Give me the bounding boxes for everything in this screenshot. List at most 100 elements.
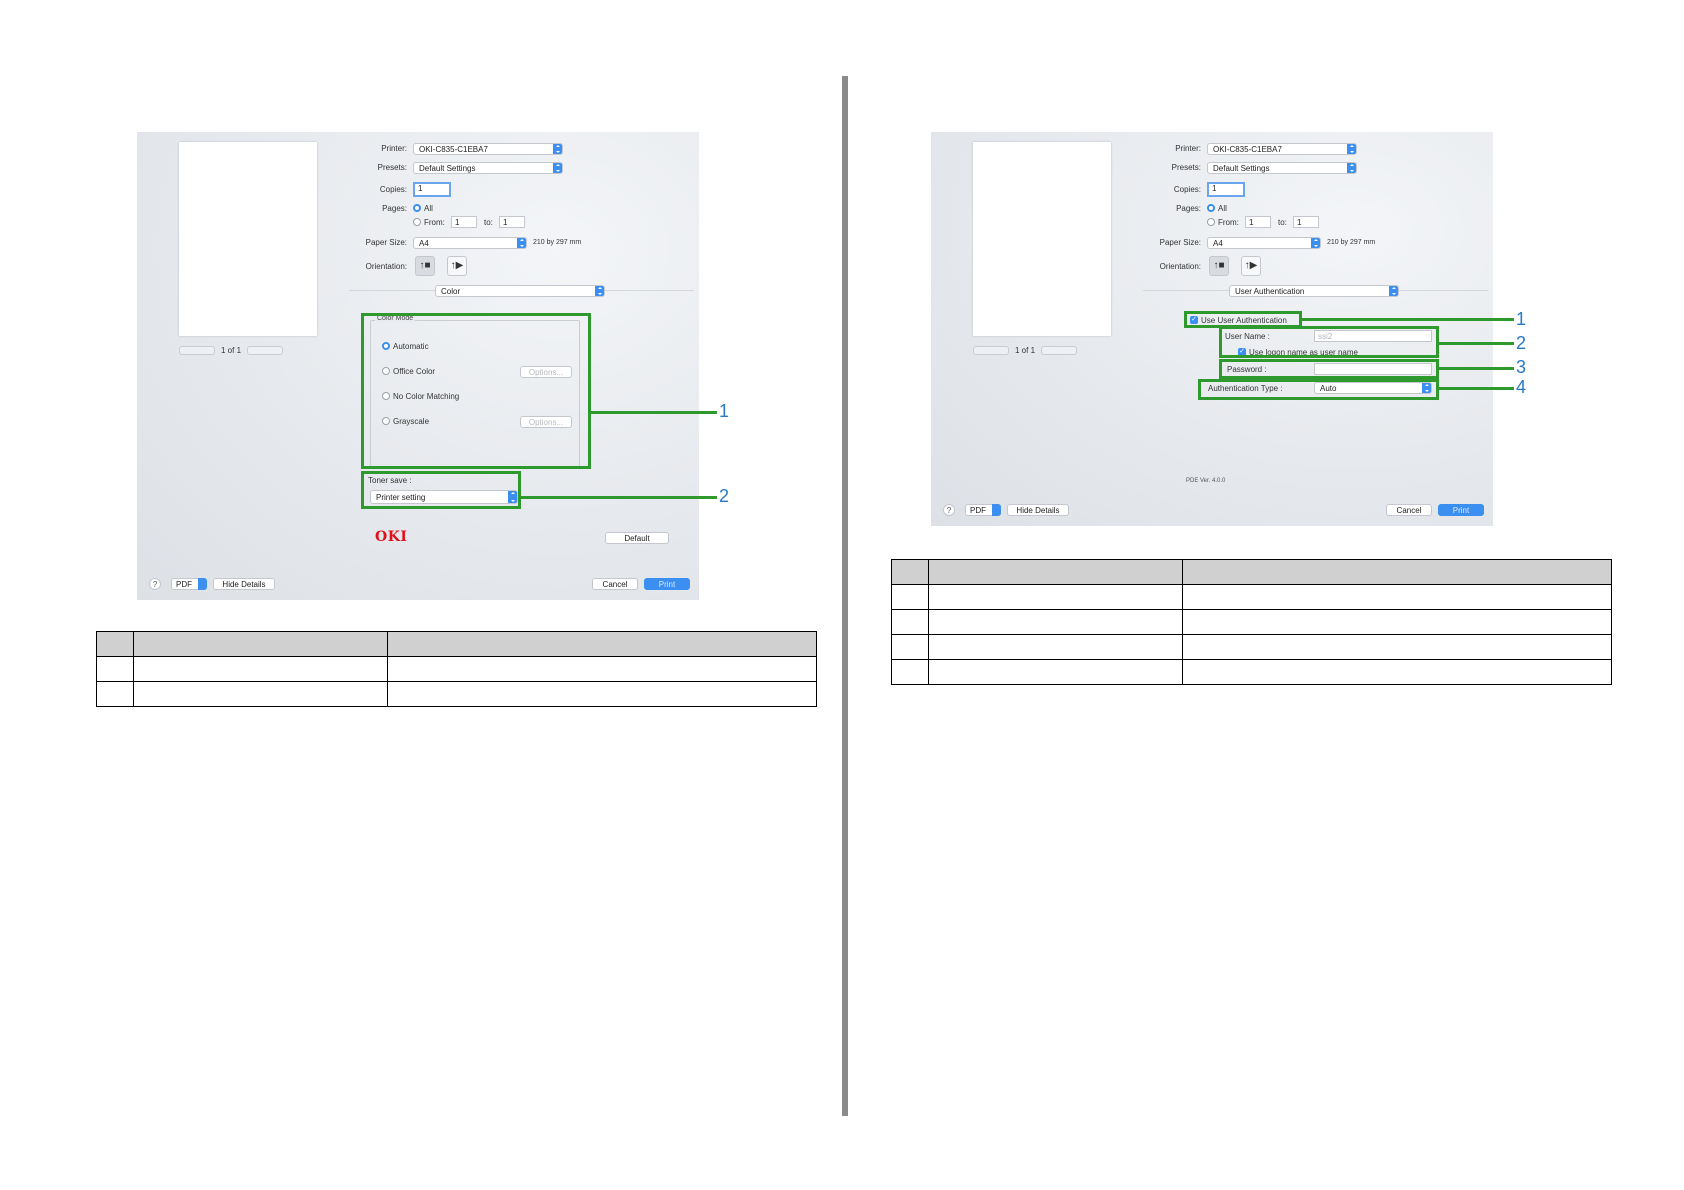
cancel-button[interactable]: Cancel <box>1386 504 1432 516</box>
automatic-radio[interactable] <box>382 342 390 350</box>
user-name-label: User Name : <box>1225 332 1270 341</box>
table-row <box>891 584 1612 610</box>
callout-box-4-right <box>1198 379 1439 400</box>
callout-number-1-right: 1 <box>1516 309 1527 329</box>
automatic-label: Automatic <box>393 342 429 351</box>
copies-label: Copies: <box>1173 185 1201 194</box>
pages-to-input[interactable]: 1 <box>499 216 525 228</box>
pages-from-radio[interactable] <box>413 218 421 226</box>
password-input[interactable] <box>1314 363 1432 375</box>
chevron-updown-icon <box>595 286 604 296</box>
chevron-updown-icon <box>553 144 562 154</box>
paper-size-select[interactable]: A4 <box>413 237 527 249</box>
paper-size-label: Paper Size: <box>365 238 407 247</box>
toner-save-value: Printer setting <box>376 493 426 502</box>
printer-value: OKI-C835-C1EBA7 <box>1213 145 1282 154</box>
pages-to-label: to: <box>484 218 493 227</box>
pdf-menu-button[interactable]: PDF <box>965 504 1001 516</box>
callout-box-2-right <box>1219 326 1439 358</box>
copies-input[interactable]: 1 <box>1207 182 1245 197</box>
print-button[interactable]: Print <box>1438 504 1484 516</box>
print-dialog-color: 1 of 1 Printer: OKI-C835-C1EBA7 Presets:… <box>137 132 699 600</box>
pages-to-input[interactable]: 1 <box>1293 216 1319 228</box>
callout-leader-2-right <box>1439 342 1514 345</box>
table-row <box>891 659 1612 685</box>
presets-select[interactable]: Default Settings <box>1207 162 1357 174</box>
cancel-button[interactable]: Cancel <box>592 578 638 590</box>
presets-label: Presets: <box>377 163 407 172</box>
paper-size-select[interactable]: A4 <box>1207 237 1321 249</box>
office-color-options-button[interactable]: Options... <box>520 366 572 378</box>
hide-details-button[interactable]: Hide Details <box>1007 504 1069 516</box>
landscape-orientation-icon[interactable]: ↑▶ <box>447 256 467 276</box>
pages-all-radio[interactable] <box>413 204 421 212</box>
no-color-matching-radio[interactable] <box>382 392 390 400</box>
hide-details-button[interactable]: Hide Details <box>213 578 275 590</box>
table-row <box>96 656 817 682</box>
portrait-orientation-icon[interactable]: ↑■ <box>415 256 435 276</box>
pages-all-label: All <box>424 204 433 213</box>
prev-page-button[interactable] <box>973 346 1009 355</box>
prev-page-button[interactable] <box>179 346 215 355</box>
pdf-menu-button[interactable]: PDF <box>171 578 207 590</box>
table-header-row <box>96 631 817 657</box>
user-name-input[interactable]: ssi2 <box>1314 330 1432 342</box>
portrait-orientation-icon[interactable]: ↑■ <box>1209 256 1229 276</box>
office-color-radio[interactable] <box>382 367 390 375</box>
reference-table-right <box>891 559 1612 685</box>
help-icon[interactable]: ? <box>149 578 161 590</box>
chevron-updown-icon <box>1347 144 1356 154</box>
presets-select[interactable]: Default Settings <box>413 162 563 174</box>
printer-select[interactable]: OKI-C835-C1EBA7 <box>1207 143 1357 155</box>
landscape-orientation-icon[interactable]: ↑▶ <box>1241 256 1261 276</box>
pages-to-label: to: <box>1278 218 1287 227</box>
use-user-auth-checkbox[interactable]: ✓ <box>1190 316 1198 324</box>
auth-type-select[interactable]: Auto <box>1314 382 1432 394</box>
default-button[interactable]: Default <box>605 532 669 544</box>
pages-from-label: From: <box>424 218 445 227</box>
paper-size-value: A4 <box>419 239 429 248</box>
chevron-updown-icon <box>1389 286 1398 296</box>
panel-select[interactable]: User Authentication <box>1229 285 1399 297</box>
table-row <box>891 609 1612 635</box>
print-button[interactable]: Print <box>644 578 690 590</box>
use-logon-name-checkbox[interactable]: ✓ <box>1238 348 1246 356</box>
callout-leader-3-right <box>1439 367 1514 370</box>
grayscale-radio[interactable] <box>382 417 390 425</box>
toner-save-select[interactable]: Printer setting <box>370 490 518 504</box>
callout-box-1-left <box>361 313 591 469</box>
auth-type-label: Authentication Type : <box>1208 384 1283 393</box>
help-icon[interactable]: ? <box>943 504 955 516</box>
panel-select-value: Color <box>441 287 461 296</box>
pages-all-radio[interactable] <box>1207 204 1215 212</box>
reference-table-left <box>96 631 817 707</box>
copies-input[interactable]: 1 <box>413 182 451 197</box>
printer-select[interactable]: OKI-C835-C1EBA7 <box>413 143 563 155</box>
next-page-button[interactable] <box>1041 346 1078 355</box>
callout-leader-1-right <box>1302 318 1514 321</box>
presets-value: Default Settings <box>1213 164 1270 173</box>
grayscale-options-button[interactable]: Options... <box>520 416 572 428</box>
panel-select[interactable]: Color <box>435 285 605 297</box>
chevron-updown-icon <box>1311 238 1320 248</box>
presets-label: Presets: <box>1171 163 1201 172</box>
page-preview <box>973 142 1111 336</box>
print-dialog-user-auth: 1 of 1 Printer: OKI-C835-C1EBA7 Presets:… <box>931 132 1493 526</box>
pages-from-radio[interactable] <box>1207 218 1215 226</box>
pdf-label: PDF <box>176 580 192 589</box>
chevron-updown-icon <box>1347 163 1356 173</box>
table-row <box>96 681 817 707</box>
page-preview <box>179 142 317 336</box>
chevron-updown-icon <box>517 238 526 248</box>
callout-box-2-left <box>361 471 521 509</box>
pages-from-input[interactable]: 1 <box>451 216 477 228</box>
no-color-matching-label: No Color Matching <box>393 392 460 401</box>
callout-number-2-right: 2 <box>1516 333 1527 353</box>
page-navigator: 1 of 1 <box>973 346 1078 355</box>
toner-save-label: Toner save : <box>368 476 412 485</box>
next-page-button[interactable] <box>247 346 284 355</box>
pages-from-input[interactable]: 1 <box>1245 216 1271 228</box>
table-row <box>891 634 1612 660</box>
callout-number-3-right: 3 <box>1516 357 1527 377</box>
orientation-label: Orientation: <box>365 262 407 271</box>
